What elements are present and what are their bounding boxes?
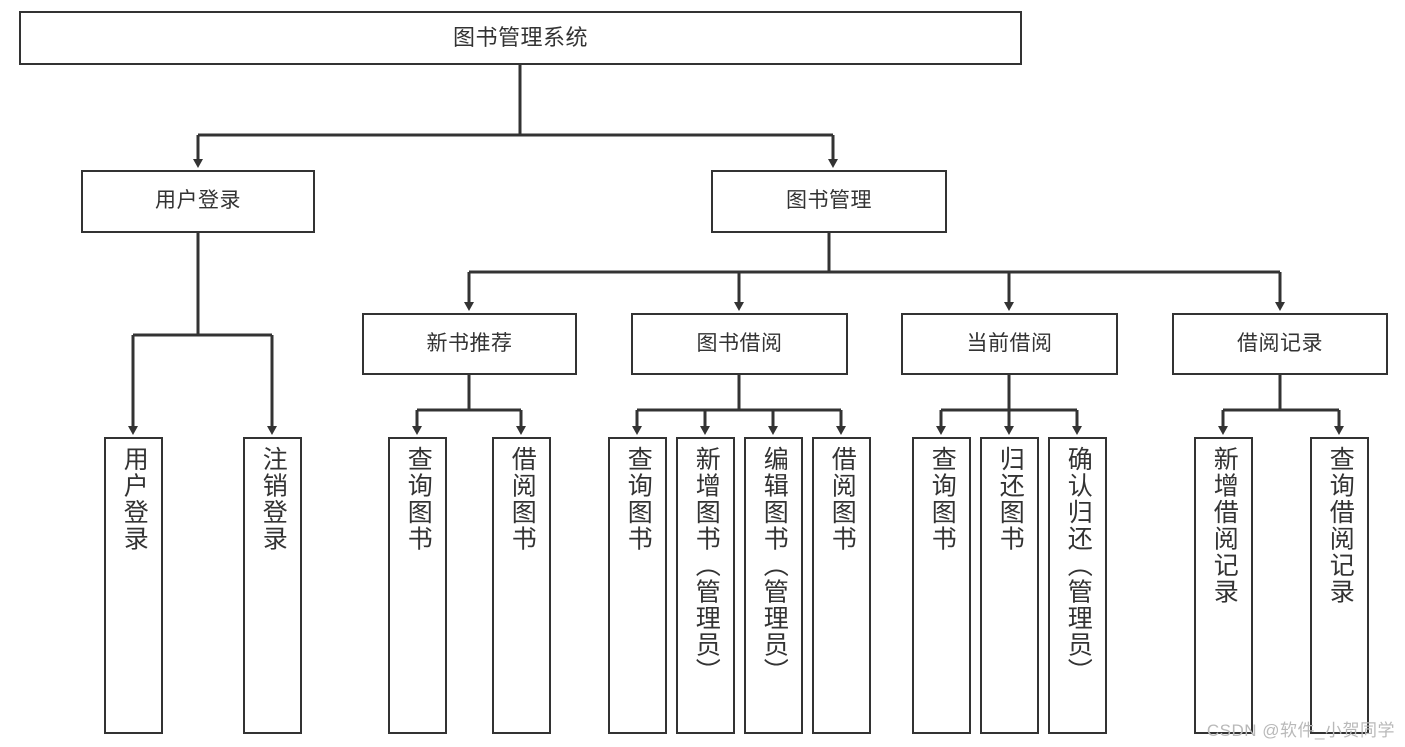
node-leaf-borrow-query-book[interactable]: 查询图书: [608, 437, 667, 734]
node-root-label: 图书管理系统: [452, 25, 588, 51]
node-borrow-record[interactable]: 借阅记录: [1172, 313, 1388, 375]
node-leaf-borrow-edit-book-label: 编辑图书（管理员）: [760, 446, 789, 685]
node-book-borrow[interactable]: 图书借阅: [631, 313, 848, 375]
node-leaf-user-login[interactable]: 用户登录: [104, 437, 163, 734]
node-leaf-rec-add-record[interactable]: 新增借阅记录: [1194, 437, 1253, 734]
node-leaf-cur-confirm-return-label: 确认归还（管理员）: [1064, 446, 1093, 685]
node-user-login[interactable]: 用户登录: [81, 170, 315, 233]
node-leaf-rec-query-book-label: 查询图书: [404, 446, 433, 552]
node-leaf-rec-borrow-book-label: 借阅图书: [508, 446, 537, 552]
node-leaf-rec-add-record-label: 新增借阅记录: [1210, 446, 1239, 605]
watermark: CSDN @软件_小贺同学: [1206, 721, 1395, 740]
node-root[interactable]: 图书管理系统: [19, 11, 1022, 65]
node-user-login-label: 用户登录: [155, 189, 241, 213]
node-leaf-user-logout-label: 注销登录: [259, 446, 288, 552]
node-leaf-borrow-query-book-label: 查询图书: [624, 446, 653, 552]
node-leaf-borrow-lend-book[interactable]: 借阅图书: [812, 437, 871, 734]
node-leaf-cur-confirm-return[interactable]: 确认归还（管理员）: [1048, 437, 1107, 734]
node-leaf-borrow-add-book-label: 新增图书（管理员）: [692, 446, 721, 685]
node-new-book-rec[interactable]: 新书推荐: [362, 313, 577, 375]
node-current-borrow-label: 当前借阅: [966, 331, 1053, 355]
node-leaf-rec-borrow-book[interactable]: 借阅图书: [492, 437, 551, 734]
node-leaf-user-logout[interactable]: 注销登录: [243, 437, 302, 734]
node-leaf-user-login-label: 用户登录: [120, 446, 149, 552]
node-leaf-cur-return-book-label: 归还图书: [996, 446, 1025, 552]
node-leaf-cur-query-book[interactable]: 查询图书: [912, 437, 971, 734]
node-book-manage[interactable]: 图书管理: [711, 170, 947, 233]
node-leaf-cur-return-book[interactable]: 归还图书: [980, 437, 1039, 734]
node-leaf-rec-query-record[interactable]: 查询借阅记录: [1310, 437, 1369, 734]
node-leaf-borrow-edit-book[interactable]: 编辑图书（管理员）: [744, 437, 803, 734]
node-current-borrow[interactable]: 当前借阅: [901, 313, 1118, 375]
node-leaf-borrow-lend-book-label: 借阅图书: [828, 446, 857, 552]
node-book-manage-label: 图书管理: [786, 189, 872, 213]
node-leaf-rec-query-record-label: 查询借阅记录: [1326, 446, 1355, 605]
node-new-book-rec-label: 新书推荐: [426, 331, 513, 355]
node-book-borrow-label: 图书借阅: [696, 331, 783, 355]
node-leaf-cur-query-book-label: 查询图书: [928, 446, 957, 552]
node-leaf-rec-query-book[interactable]: 查询图书: [388, 437, 447, 734]
node-leaf-borrow-add-book[interactable]: 新增图书（管理员）: [676, 437, 735, 734]
node-borrow-record-label: 借阅记录: [1237, 331, 1323, 355]
